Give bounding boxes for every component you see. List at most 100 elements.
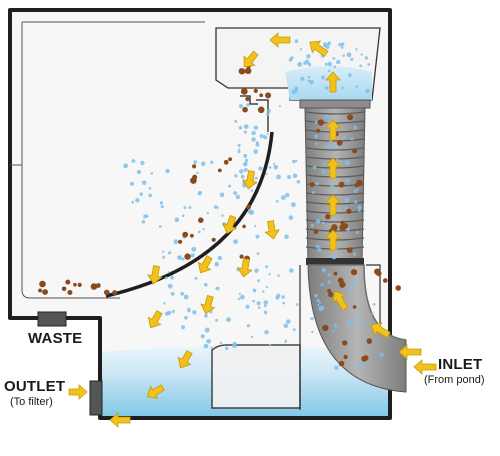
bubble — [338, 43, 341, 46]
bubble — [161, 205, 164, 208]
bubble — [245, 305, 249, 309]
bubble — [175, 218, 180, 223]
bubble — [254, 225, 256, 227]
bubble — [312, 191, 315, 194]
debris-particle — [190, 177, 197, 184]
bubble — [163, 302, 165, 304]
debris-particle — [245, 97, 249, 101]
bubble — [316, 182, 319, 185]
bubble — [362, 321, 366, 325]
bubble — [354, 200, 357, 203]
bubble — [345, 206, 348, 209]
bubble — [206, 339, 211, 344]
bubble — [350, 290, 354, 294]
debris-particle — [178, 240, 182, 244]
bubble — [204, 283, 208, 287]
bubble — [257, 252, 260, 255]
bubble — [162, 251, 164, 253]
bubble — [319, 302, 321, 304]
bubble — [238, 298, 241, 301]
bubble — [322, 222, 325, 225]
bubble — [238, 150, 241, 153]
debris-particle — [224, 160, 229, 165]
bubble — [148, 194, 152, 198]
bubble — [168, 251, 171, 254]
bubble — [214, 262, 219, 267]
debris-particle — [198, 217, 204, 223]
bubble — [359, 65, 362, 68]
bubble — [248, 210, 253, 215]
bubble — [315, 142, 318, 145]
debris-particle — [376, 271, 382, 277]
bubble — [140, 161, 144, 165]
debris-particle — [346, 209, 351, 214]
bubble — [167, 311, 171, 315]
bubble — [328, 70, 331, 73]
debris-particle — [78, 283, 82, 287]
bubble — [130, 182, 134, 186]
bubble — [239, 104, 243, 108]
debris-particle — [351, 269, 357, 275]
bubble — [240, 295, 245, 300]
bubble — [257, 301, 261, 305]
debris-particle — [104, 290, 110, 296]
bubble — [151, 172, 154, 175]
bubble — [291, 202, 296, 207]
debris-particle — [242, 107, 248, 113]
bubble — [140, 192, 143, 195]
bubble — [325, 45, 329, 49]
debris-particle — [112, 290, 117, 295]
bubble — [171, 292, 175, 296]
bubble — [309, 80, 314, 85]
bubble — [321, 268, 326, 273]
debris-particle — [218, 169, 222, 173]
debris-particle — [339, 182, 345, 188]
bubble — [177, 255, 182, 260]
bubble — [195, 277, 198, 280]
bubble — [193, 160, 197, 164]
bubble — [266, 286, 268, 288]
bubble — [207, 212, 209, 214]
bubble — [253, 149, 258, 154]
bubble — [328, 274, 331, 277]
bubble — [267, 133, 269, 135]
bubble — [264, 304, 267, 307]
debris-particle — [192, 164, 196, 168]
bubble — [146, 215, 149, 218]
debris-particle — [361, 356, 367, 362]
bubble — [354, 126, 357, 129]
bubble — [184, 295, 189, 300]
bubble — [238, 148, 240, 150]
bubble — [180, 292, 184, 296]
bubble — [332, 255, 337, 260]
bubble — [346, 179, 350, 183]
bubble — [262, 290, 264, 292]
bubble — [305, 60, 309, 64]
bubble — [233, 342, 237, 346]
bubble — [354, 190, 357, 193]
bubble — [316, 219, 321, 224]
bubble — [277, 274, 280, 277]
bubble — [135, 198, 139, 202]
bubble — [266, 113, 269, 116]
debris-particle — [342, 340, 347, 345]
bubble — [333, 330, 335, 332]
bubble — [204, 314, 208, 318]
debris-particle — [344, 355, 348, 359]
debris-particle — [334, 272, 338, 276]
bubble — [325, 63, 328, 66]
bubble — [255, 177, 258, 180]
bubble — [281, 295, 284, 298]
weir-block — [212, 345, 300, 408]
bubble — [188, 206, 191, 209]
bubble — [286, 319, 291, 324]
bubble — [334, 366, 338, 370]
debris-particle — [318, 119, 324, 125]
bubble — [264, 330, 268, 334]
bubble — [198, 192, 202, 196]
bubble — [260, 134, 264, 138]
bubble — [282, 302, 285, 305]
bubble — [256, 143, 260, 147]
bubble — [347, 320, 352, 325]
bubble — [334, 324, 338, 328]
